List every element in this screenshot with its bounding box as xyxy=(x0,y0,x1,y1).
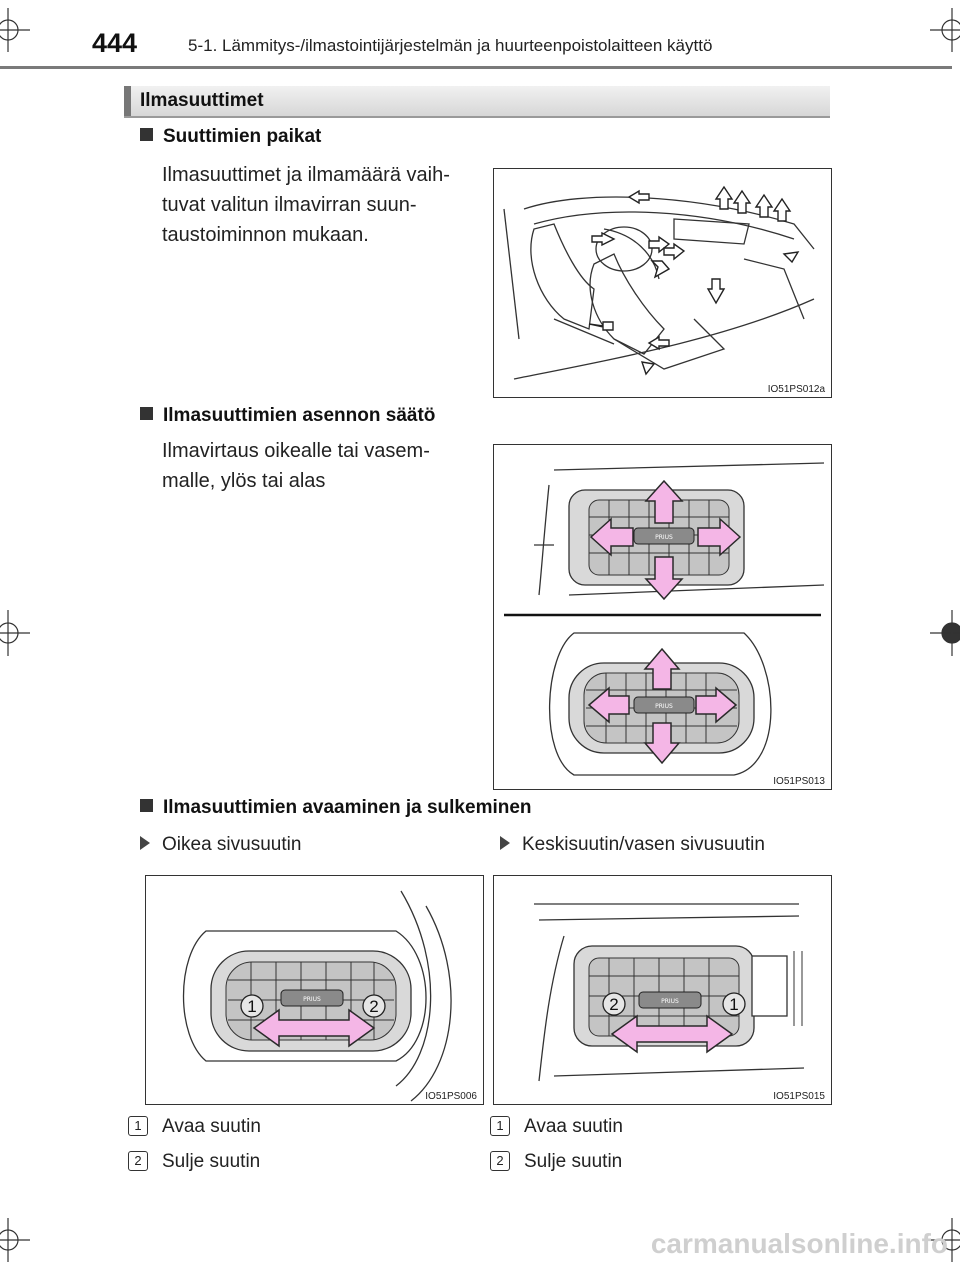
legend-item-open: 1 Avaa suutin xyxy=(128,1116,261,1138)
callout-number: 1 xyxy=(247,997,256,1016)
column-label-text: Keskisuutin/vasen sivusuutin xyxy=(522,834,765,855)
legend-item-open: 1 Avaa suutin xyxy=(490,1116,623,1138)
legend-number: 2 xyxy=(128,1151,148,1171)
column-label-right-vent: Oikea sivusuutin xyxy=(140,834,301,856)
subheading-vent-open-close: Ilmasuuttimien avaaminen ja sulkeminen xyxy=(140,797,532,819)
figure-code: IO51PS013 xyxy=(773,776,825,787)
figure-right-vent: PRIUS 1 2 IO51PS006 xyxy=(145,875,484,1105)
text-line: Ilmasuuttimet ja ilmamäärä vaih- xyxy=(162,164,450,186)
bullet-square-icon xyxy=(140,128,153,141)
text-line: Ilmavirtaus oikealle tai vasem- xyxy=(162,440,430,462)
legend-item-close: 2 Sulje suutin xyxy=(128,1151,260,1173)
figure-center-left-vent: PRIUS 2 1 IO51PS015 xyxy=(493,875,832,1105)
legend-text: Sulje suutin xyxy=(524,1151,623,1172)
paragraph-vent-locations: Ilmasuuttimet ja ilmamäärä vaih- tuvat v… xyxy=(162,160,474,250)
subheading-text: Suuttimien paikat xyxy=(163,126,322,147)
subheading-text: Ilmasuuttimien asennon säätö xyxy=(163,405,436,426)
legend-item-close: 2 Sulje suutin xyxy=(490,1151,622,1173)
vent-badge-label: PRIUS xyxy=(655,703,673,710)
triangle-bullet-icon xyxy=(500,836,510,850)
section-title: Ilmasuuttimet xyxy=(140,90,264,111)
section-bar-accent xyxy=(124,86,131,116)
legend-text: Sulje suutin xyxy=(162,1151,261,1172)
page-number: 444 xyxy=(92,28,138,58)
figure-code: IO51PS012a xyxy=(767,384,825,395)
subheading-vent-adjustment: Ilmasuuttimien asennon säätö xyxy=(140,405,435,427)
column-label-text: Oikea sivusuutin xyxy=(162,834,302,855)
column-label-center-left-vent: Keskisuutin/vasen sivusuutin xyxy=(500,834,765,856)
figure-code: IO51PS006 xyxy=(425,1091,477,1102)
legend-number: 1 xyxy=(490,1116,510,1136)
text-line: malle, ylös tai alas xyxy=(162,470,326,492)
figure-vent-adjustment: PRIUS PRIUS IO51PS013 xyxy=(493,444,832,790)
bullet-square-icon xyxy=(140,799,153,812)
callout-number: 2 xyxy=(609,995,618,1014)
text-line: tuvat valitun ilmavirran suun- xyxy=(162,194,417,216)
vent-badge-label: PRIUS xyxy=(661,998,679,1005)
legend-text: Avaa suutin xyxy=(524,1116,623,1137)
text-line: taustoiminnon mukaan. xyxy=(162,224,369,246)
vent-badge-label: PRIUS xyxy=(655,534,673,541)
watermark: carmanualsonline.info xyxy=(650,1228,948,1259)
header-rule xyxy=(0,66,952,69)
section-title-bar: Ilmasuuttimet xyxy=(124,86,830,118)
vent-badge-label: PRIUS xyxy=(303,996,321,1003)
legend-number: 1 xyxy=(128,1116,148,1136)
figure-code: IO51PS015 xyxy=(773,1091,825,1102)
chapter-title: 5-1. Lämmitys-/ilmastointijärjestelmän j… xyxy=(188,36,713,55)
callout-number: 2 xyxy=(369,997,378,1016)
bullet-square-icon xyxy=(140,407,153,420)
callout-number: 1 xyxy=(729,995,738,1014)
subheading-vent-locations: Suuttimien paikat xyxy=(140,126,321,148)
legend-text: Avaa suutin xyxy=(162,1116,261,1137)
figure-cabin-vents: IO51PS012a xyxy=(493,168,832,398)
legend-number: 2 xyxy=(490,1151,510,1171)
triangle-bullet-icon xyxy=(140,836,150,850)
subheading-text: Ilmasuuttimien avaaminen ja sulkeminen xyxy=(163,797,532,818)
paragraph-vent-adjustment: Ilmavirtaus oikealle tai vasem- malle, y… xyxy=(162,436,474,496)
